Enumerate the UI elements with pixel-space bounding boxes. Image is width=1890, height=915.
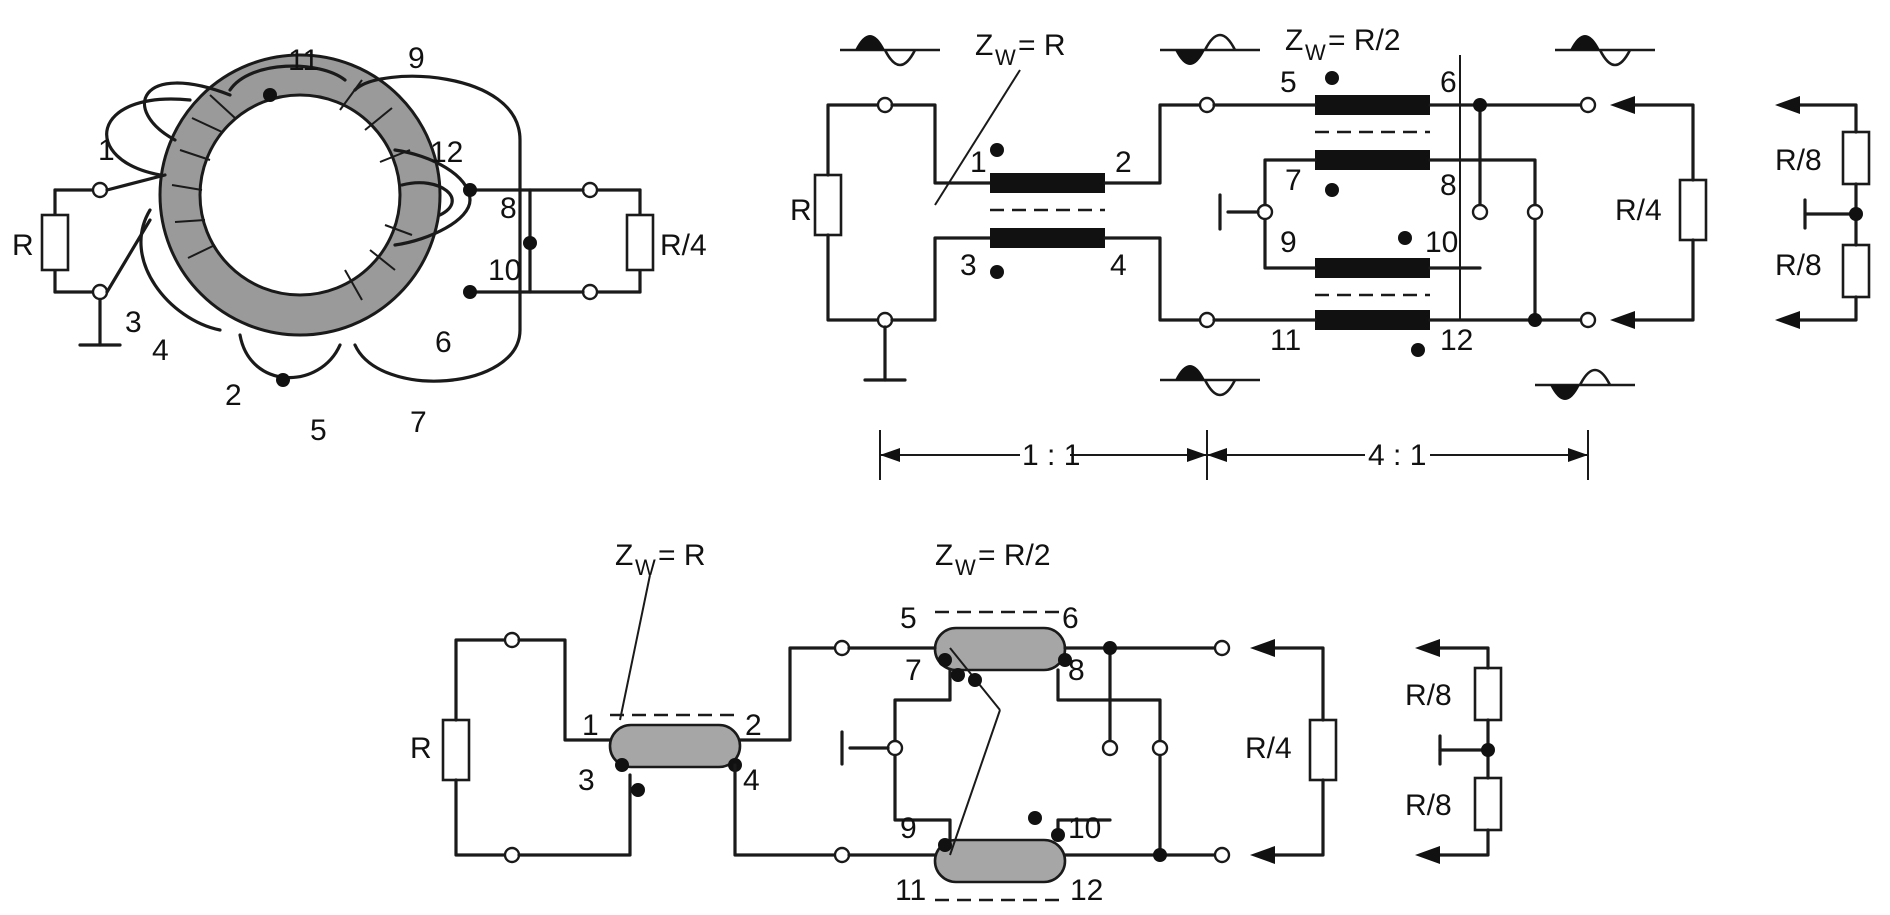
top-zw2: Z xyxy=(1285,24,1303,57)
bottom-pin-10: 10 xyxy=(1068,812,1101,845)
bottom-pin-11: 11 xyxy=(895,874,926,907)
top-t1-lower xyxy=(990,228,1105,248)
top-pin-1: 1 xyxy=(970,146,987,179)
bottom-pin-3: 3 xyxy=(578,764,595,797)
toroid-right-resistor xyxy=(625,213,655,272)
bottom-pin-12: 12 xyxy=(1070,874,1103,907)
bottom-pin-9: 9 xyxy=(900,812,917,845)
bottom-label-r8-lower: R/8 xyxy=(1405,789,1452,822)
top-zw2-val: = R/2 xyxy=(1328,24,1401,57)
bottom-source-resistor xyxy=(441,718,471,782)
top-t1-upper xyxy=(990,173,1105,193)
top-pin-9: 9 xyxy=(1280,226,1297,259)
top-label-r8-upper: R/8 xyxy=(1775,144,1822,177)
top-schematic: Z W = R Z W = R/2 R R/4 R/8 R/8 1 : 1 4 … xyxy=(790,24,1871,480)
bottom-coax-lower xyxy=(933,838,1067,884)
toroid-num-2: 2 xyxy=(225,379,242,412)
top-zw1-sub: W xyxy=(995,45,1016,70)
top-source-resistor xyxy=(813,173,843,237)
bottom-pin-1: 1 xyxy=(582,709,599,742)
toroid-hole xyxy=(198,93,402,297)
toroid-num-1: 1 xyxy=(98,134,115,167)
top-pin-4: 4 xyxy=(1110,249,1127,282)
top-pin-6: 6 xyxy=(1440,66,1457,99)
bottom-schematic: Z W = R Z W = R/2 R R/4 R/8 R/8 1 2 3 4 … xyxy=(410,539,1503,907)
top-zw1-val: = R xyxy=(1018,29,1066,62)
top-pin-3: 3 xyxy=(960,249,977,282)
top-label-r8-lower: R/8 xyxy=(1775,249,1822,282)
bottom-coax-1 xyxy=(608,723,742,769)
top-pin-7: 7 xyxy=(1285,164,1302,197)
bottom-zw1-val: = R xyxy=(658,539,706,572)
bottom-zw2: Z xyxy=(935,539,953,572)
bottom-split-lower xyxy=(1473,776,1503,832)
bottom-pin-8: 8 xyxy=(1068,654,1085,687)
top-zw2-sub: W xyxy=(1305,40,1326,65)
top-pin-8: 8 xyxy=(1440,169,1457,202)
bottom-pin-7: 7 xyxy=(905,654,922,687)
toroid-windings xyxy=(171,79,413,301)
toroid-num-4: 4 xyxy=(152,334,169,367)
toroid-num-8: 8 xyxy=(500,192,517,225)
top-ratio-right: 4 : 1 xyxy=(1368,439,1426,472)
top-pin-5: 5 xyxy=(1280,66,1297,99)
top-pin-12: 12 xyxy=(1440,324,1473,357)
toroid-num-9: 9 xyxy=(408,42,425,75)
bottom-label-r8-upper: R/8 xyxy=(1405,679,1452,712)
top-t2-6 xyxy=(1315,95,1430,115)
bottom-zw2-sub: W xyxy=(955,555,976,580)
top-pin-10: 10 xyxy=(1425,226,1458,259)
top-waveforms xyxy=(840,33,1655,400)
bottom-pin-5: 5 xyxy=(900,602,917,635)
bottom-zw1: Z xyxy=(615,539,633,572)
toroid-label-r: R xyxy=(12,229,34,262)
top-load-resistor xyxy=(1678,178,1708,242)
bottom-pin-6: 6 xyxy=(1062,602,1079,635)
toroid-drawing: 1 2 3 4 5 6 7 8 9 10 11 12 R R/4 xyxy=(12,42,707,447)
bottom-label-r4: R/4 xyxy=(1245,732,1292,765)
top-pin-2: 2 xyxy=(1115,146,1132,179)
toroid-num-10: 10 xyxy=(488,254,521,287)
toroid-num-5: 5 xyxy=(310,414,327,447)
top-t2-10 xyxy=(1315,258,1430,278)
bottom-coax-upper xyxy=(933,626,1067,672)
top-label-r: R xyxy=(790,194,812,227)
top-split-lower xyxy=(1841,243,1871,299)
toroid-num-11: 11 xyxy=(288,44,319,77)
bottom-split-upper xyxy=(1473,666,1503,722)
toroid-label-r4: R/4 xyxy=(660,229,707,262)
top-label-r4: R/4 xyxy=(1615,194,1662,227)
bottom-zw2-val: = R/2 xyxy=(978,539,1051,572)
top-ratio-left: 1 : 1 xyxy=(1022,439,1080,472)
bottom-load-resistor xyxy=(1308,718,1338,782)
toroid-left-resistor xyxy=(40,213,70,272)
top-pin-11: 11 xyxy=(1270,324,1301,357)
bottom-pin-2: 2 xyxy=(745,709,762,742)
top-t2-12 xyxy=(1315,310,1430,330)
bottom-zw1-sub: W xyxy=(635,555,656,580)
top-t2-8 xyxy=(1315,150,1430,170)
toroid-num-12: 12 xyxy=(430,136,463,169)
toroid-num-7: 7 xyxy=(410,406,427,439)
bottom-pin-4: 4 xyxy=(743,764,760,797)
bottom-label-r: R xyxy=(410,732,432,765)
top-split-upper xyxy=(1841,130,1871,186)
top-zw1: Z xyxy=(975,29,993,62)
toroid-num-6: 6 xyxy=(435,326,452,359)
toroid-num-3: 3 xyxy=(125,306,142,339)
